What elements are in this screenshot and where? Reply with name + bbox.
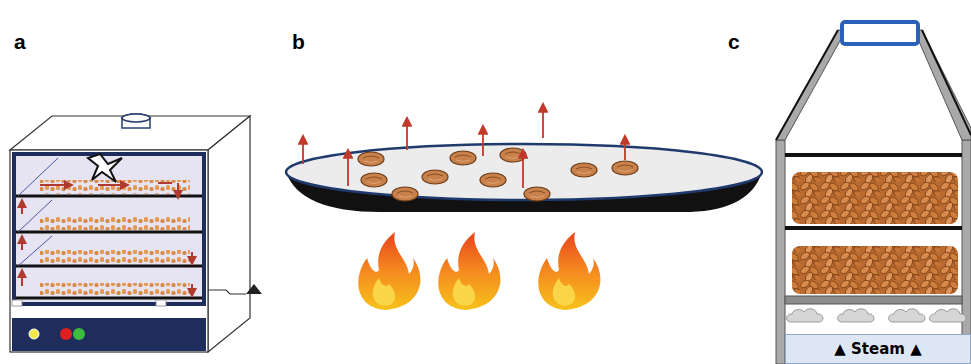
hot-air-dryer [10,114,262,352]
panel-letter: c [728,30,740,54]
panel-letter: a [14,30,26,54]
panel-letter: b [292,30,305,54]
pan-roasting [286,104,762,310]
steam-label: ▲ Steam ▲ [834,340,921,358]
steam-cabinet [776,22,971,364]
steam-band: ▲ Steam ▲ [785,334,971,364]
